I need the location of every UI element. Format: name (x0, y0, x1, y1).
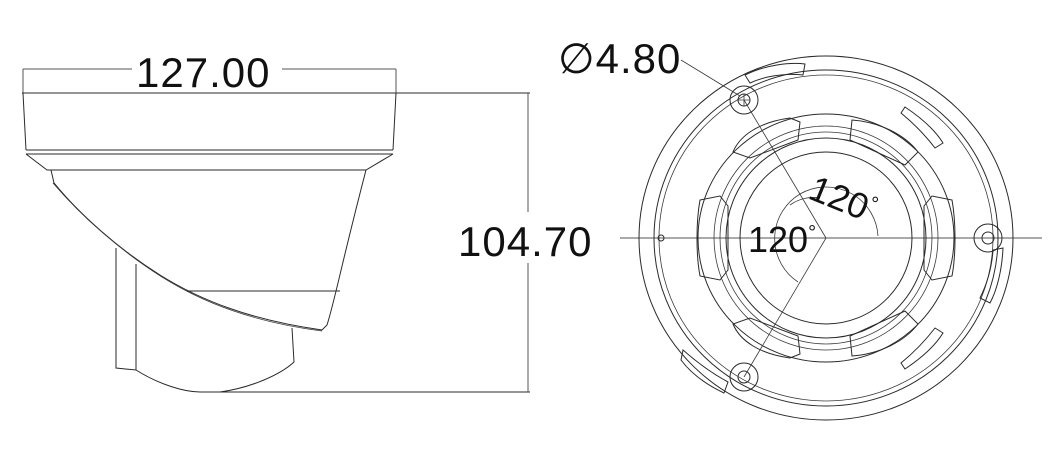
side-view (22, 68, 530, 393)
height-dimension-label: 104.70 (458, 218, 593, 265)
angle-label-horizontal-value: 120 (748, 219, 809, 260)
angle-label-horizontal: 120° (748, 222, 816, 258)
bottom-view (620, 55, 1042, 421)
degree-symbol: ° (808, 222, 817, 244)
hole-diameter-label: ∅4.80 (558, 35, 682, 82)
width-dimension-label: 127.00 (136, 49, 271, 96)
